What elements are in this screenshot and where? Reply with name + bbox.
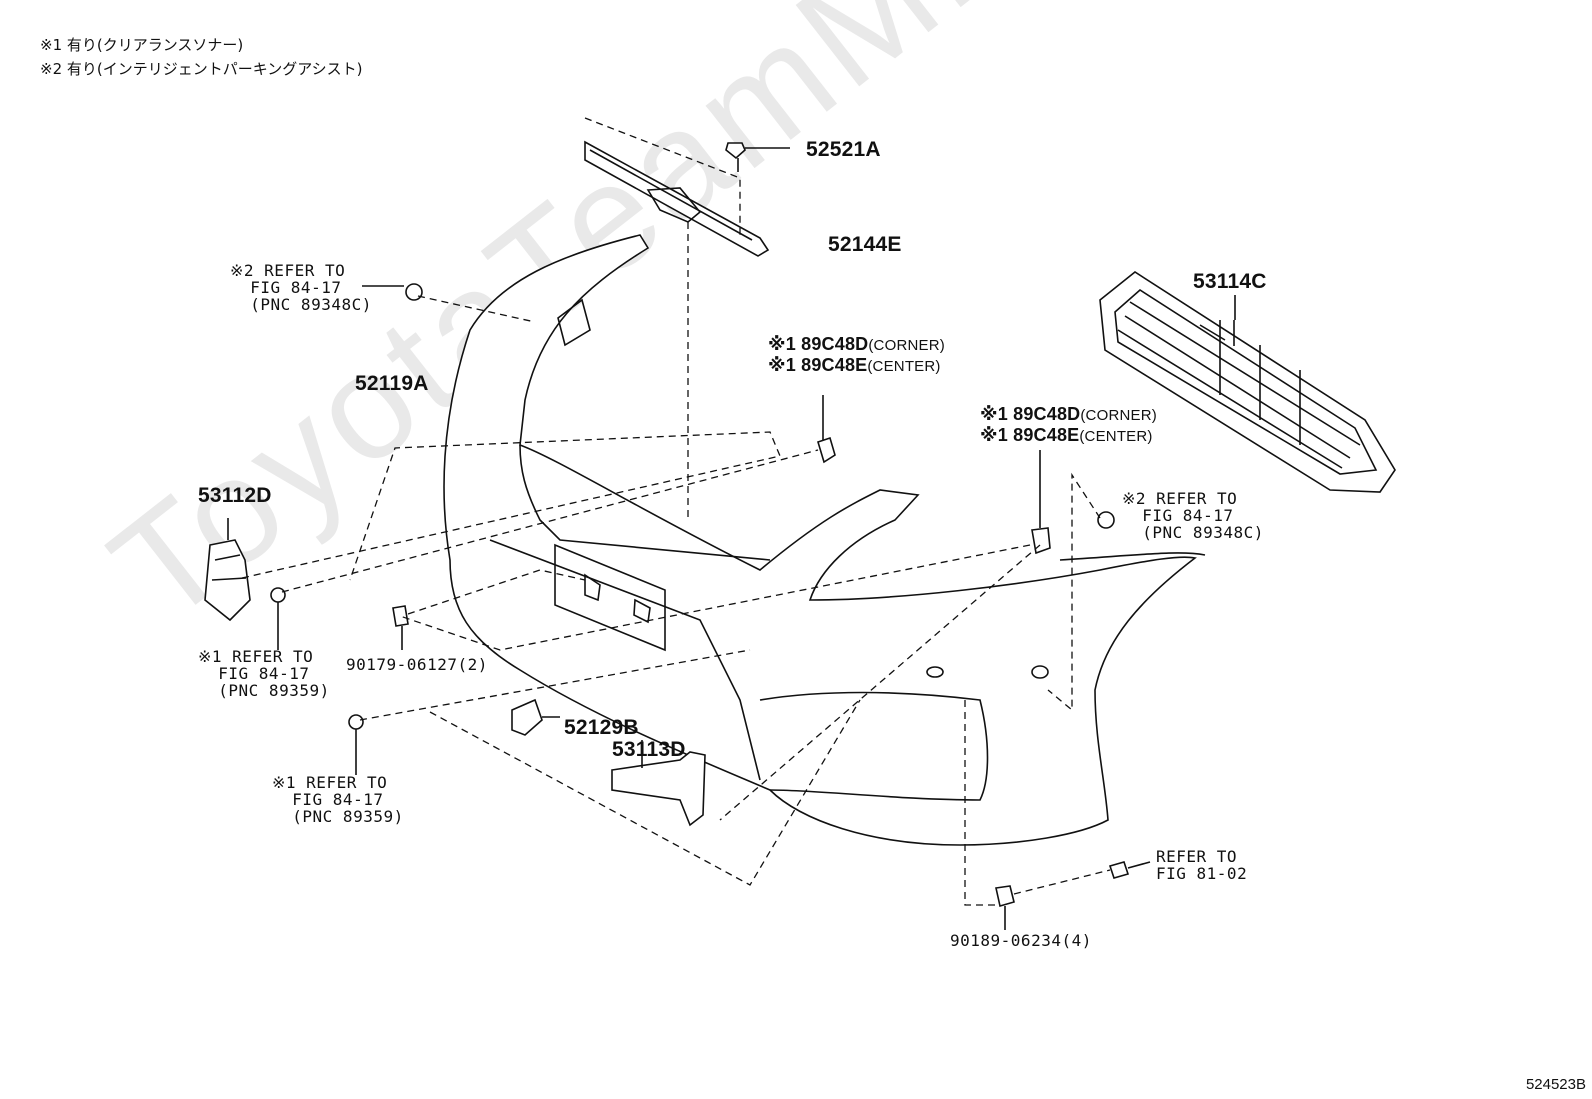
label-52144E: 52144E — [828, 233, 902, 256]
bumper-cover-52119A — [443, 234, 1206, 846]
bracket-53112D — [204, 539, 251, 622]
sensor-left — [817, 436, 836, 464]
clip-52521A — [725, 142, 746, 160]
label-53112D: 53112D — [198, 484, 272, 507]
label-53114C: 53114C — [1193, 270, 1267, 293]
label-sensor-corner-1: ※1 89C48D(CORNER) — [768, 334, 945, 354]
ref-top-left: ※2 REFER TO FIG 84-17 (PNC 89348C) — [230, 261, 372, 314]
sensor-right — [1031, 527, 1051, 555]
grommet-r — [1097, 511, 1115, 529]
note-1: ※1 有り(クリアランスソナー) — [40, 36, 244, 54]
cap-52129B — [511, 698, 543, 736]
label-52521A: 52521A — [806, 138, 881, 161]
upper-retainer-52144E — [584, 140, 770, 257]
label-52119A: 52119A — [355, 372, 429, 395]
grille-53114C — [1099, 271, 1396, 493]
grommet-tl — [405, 283, 423, 301]
label-sensor-corner-2: ※1 89C48D(CORNER) — [980, 404, 1157, 424]
ref-right: ※2 REFER TO FIG 84-17 (PNC 89348C) — [1122, 489, 1264, 542]
label-52129B: 52129B — [564, 716, 639, 739]
label-53113D: 53113D — [612, 738, 686, 761]
leader-52144E-upper — [584, 117, 741, 235]
note-2: ※2 有り(インテリジェントパーキングアシスト) — [40, 60, 363, 78]
figure-code: 524523B — [1525, 1076, 1586, 1093]
ref-bolt: REFER TO FIG 81-02 — [1156, 847, 1248, 883]
ref-left-2: ※1 REFER TO FIG 84-17 (PNC 89359) — [272, 773, 404, 826]
ref-left-1: ※1 REFER TO FIG 84-17 (PNC 89359) — [198, 647, 330, 700]
label-sensor-center-1: ※1 89C48E(CENTER) — [768, 355, 941, 375]
bracket-53113D — [611, 751, 706, 827]
grommet-l1 — [270, 587, 286, 603]
clip-90179 — [392, 605, 409, 627]
label-90189: 90189-06234(4) — [950, 931, 1092, 950]
clip-90189 — [995, 885, 1015, 908]
label-90179: 90179-06127(2) — [346, 655, 488, 674]
bolt — [1108, 861, 1130, 879]
grommet-l2 — [348, 714, 364, 730]
label-sensor-center-2: ※1 89C48E(CENTER) — [980, 425, 1153, 445]
